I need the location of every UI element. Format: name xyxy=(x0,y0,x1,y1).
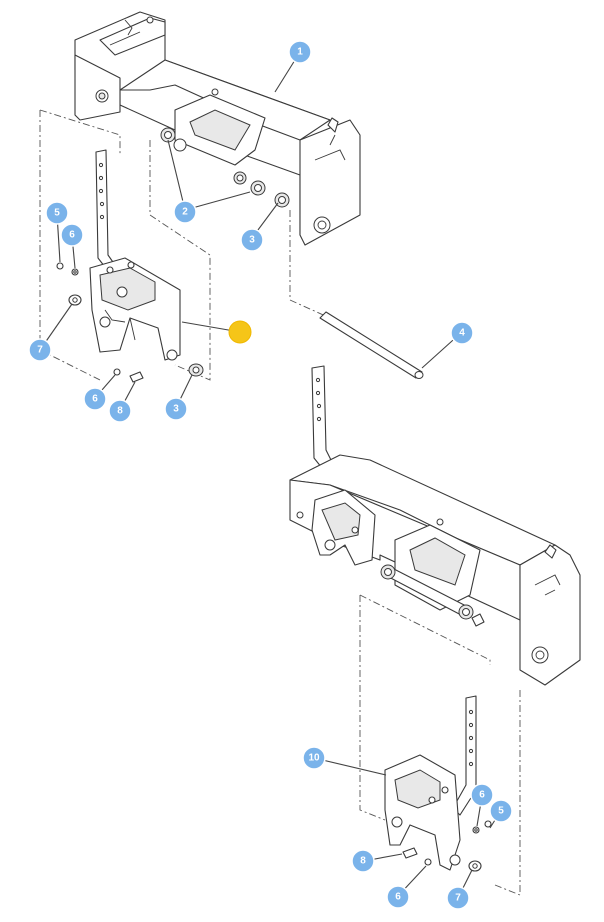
callout-3-top[interactable]: 3 xyxy=(240,228,264,252)
callout-2[interactable]: 2 xyxy=(173,200,197,224)
callout-label: 5 xyxy=(54,208,60,219)
callout-5-bottom[interactable]: 5 xyxy=(489,799,513,823)
highlight-hotspot[interactable] xyxy=(228,320,252,344)
shaft xyxy=(319,311,424,379)
callout-7-bottom[interactable]: 7 xyxy=(446,886,470,910)
callout-label: 7 xyxy=(37,345,43,356)
callout-6-bottom-lower[interactable]: 6 xyxy=(386,885,410,909)
frame-top xyxy=(74,11,361,246)
callout-8-bottom[interactable]: 8 xyxy=(351,849,375,873)
callout-6-bottom[interactable]: 6 xyxy=(470,783,494,807)
callout-label: 8 xyxy=(117,406,123,417)
lever-bracket-top xyxy=(56,149,204,383)
callouts: 1 2 3 4 5 6 7 6 xyxy=(28,40,513,910)
callout-label: 5 xyxy=(498,806,504,817)
callout-6-top[interactable]: 6 xyxy=(60,223,84,247)
callout-label: 2 xyxy=(182,207,188,218)
frame-bottom xyxy=(289,365,581,686)
callout-label: 8 xyxy=(360,856,366,867)
callout-5-top[interactable]: 5 xyxy=(45,201,69,225)
callout-label: 6 xyxy=(92,394,98,405)
callout-6-top-lower[interactable]: 6 xyxy=(83,387,107,411)
callout-label: 6 xyxy=(395,892,401,903)
alignment-lines-bottom xyxy=(359,594,521,896)
callout-label: 4 xyxy=(459,328,465,339)
callout-8-top[interactable]: 8 xyxy=(108,399,132,423)
callout-10[interactable]: 10 xyxy=(302,746,326,770)
callout-3-lower[interactable]: 3 xyxy=(164,397,188,421)
callout-1[interactable]: 1 xyxy=(288,40,312,64)
callout-label: 6 xyxy=(69,230,75,241)
callout-label: 6 xyxy=(479,790,485,801)
callout-label: 10 xyxy=(308,753,320,764)
callout-7-top[interactable]: 7 xyxy=(28,338,52,362)
callout-label: 3 xyxy=(173,404,179,415)
callout-4[interactable]: 4 xyxy=(450,321,474,345)
callout-label: 1 xyxy=(297,47,303,58)
lever-bracket-bottom xyxy=(384,695,492,872)
callout-label: 7 xyxy=(455,893,461,904)
callout-label: 3 xyxy=(249,235,255,246)
